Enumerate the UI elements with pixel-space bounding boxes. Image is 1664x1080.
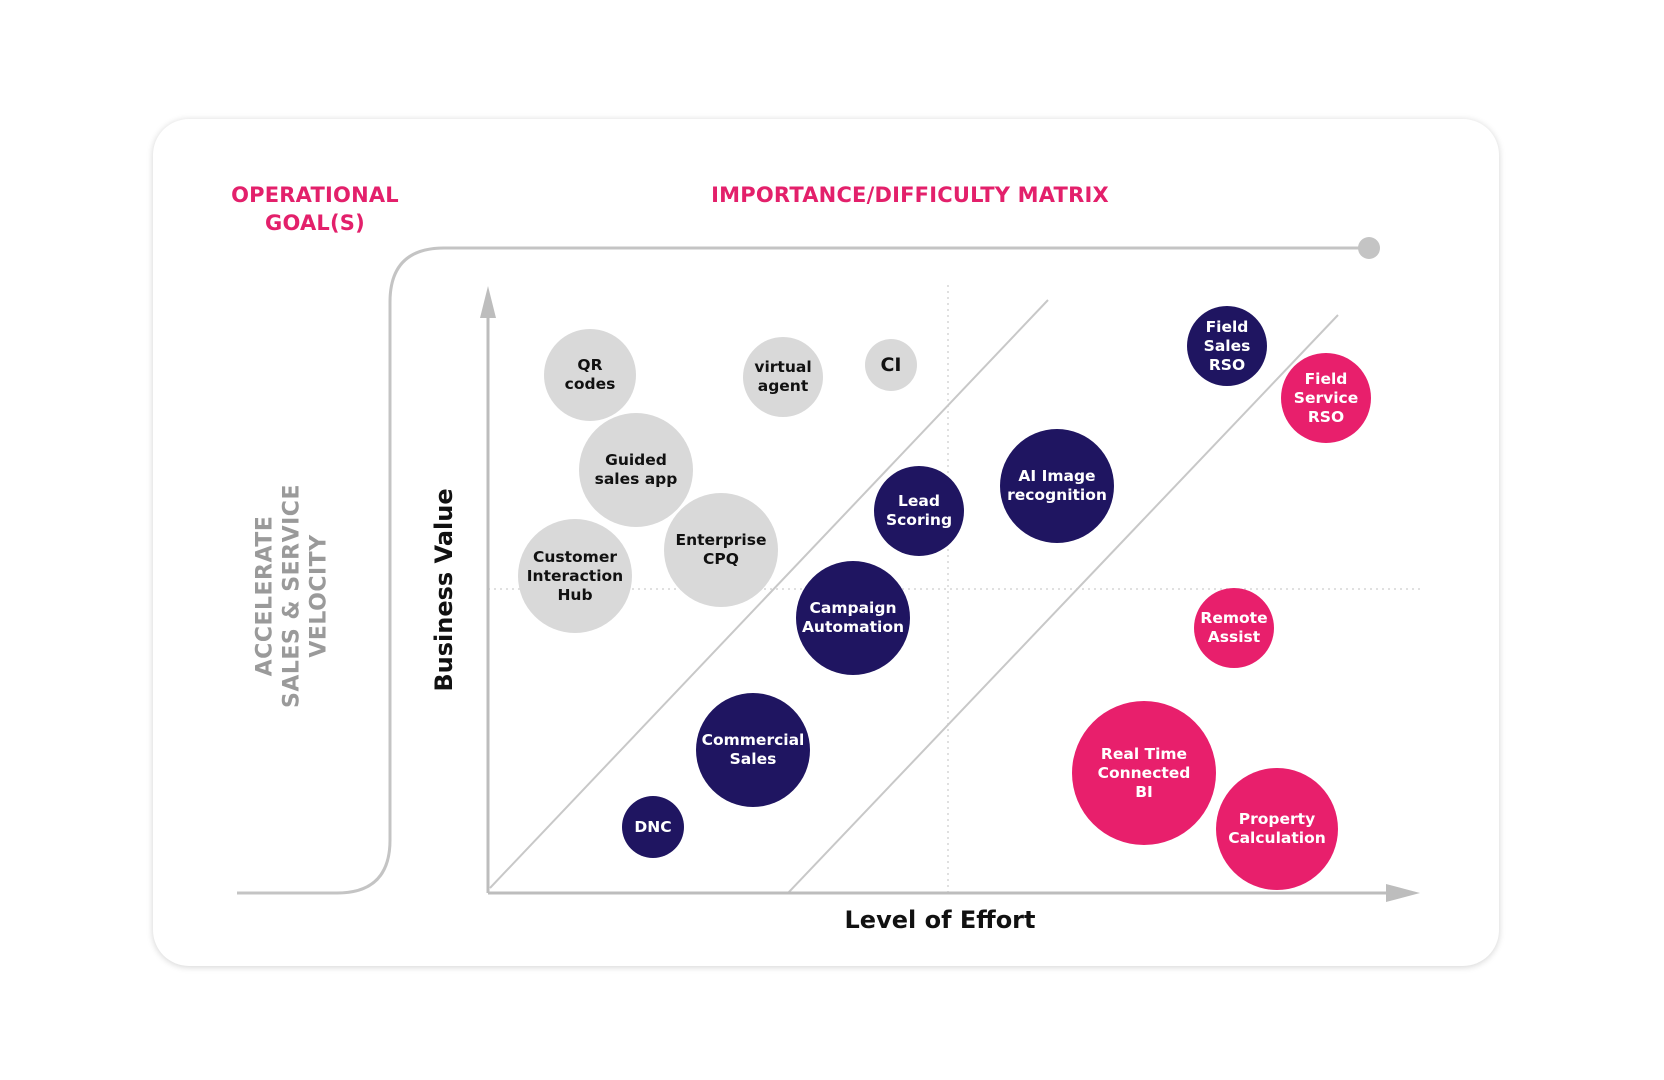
goal-line-3: VELOCITY	[306, 534, 332, 658]
goal-connector-endpoint	[1358, 237, 1380, 259]
goal-line-1: ACCELERATE	[252, 515, 278, 677]
operational-goal-heading: OPERATIONAL GOAL(S)	[231, 183, 399, 235]
x-axis-arrow	[1386, 884, 1420, 902]
goal-connector-line	[237, 246, 1362, 895]
goal-label: ACCELERATE SALES & SERVICE VELOCITY	[252, 476, 333, 716]
diagonal-line-left	[489, 299, 1049, 889]
bubble-dnc: DNC	[622, 796, 684, 858]
matrix-title: IMPORTANCE/DIFFICULTY MATRIX	[711, 183, 1109, 207]
y-axis-label: Business Value	[430, 488, 458, 692]
goal-line-2: SALES & SERVICE	[279, 484, 305, 708]
y-axis-arrow	[480, 286, 496, 318]
x-axis-label: Level of Effort	[844, 906, 1036, 934]
diagonal-line-right	[787, 314, 1339, 894]
bubble-ci: CI	[865, 339, 917, 391]
